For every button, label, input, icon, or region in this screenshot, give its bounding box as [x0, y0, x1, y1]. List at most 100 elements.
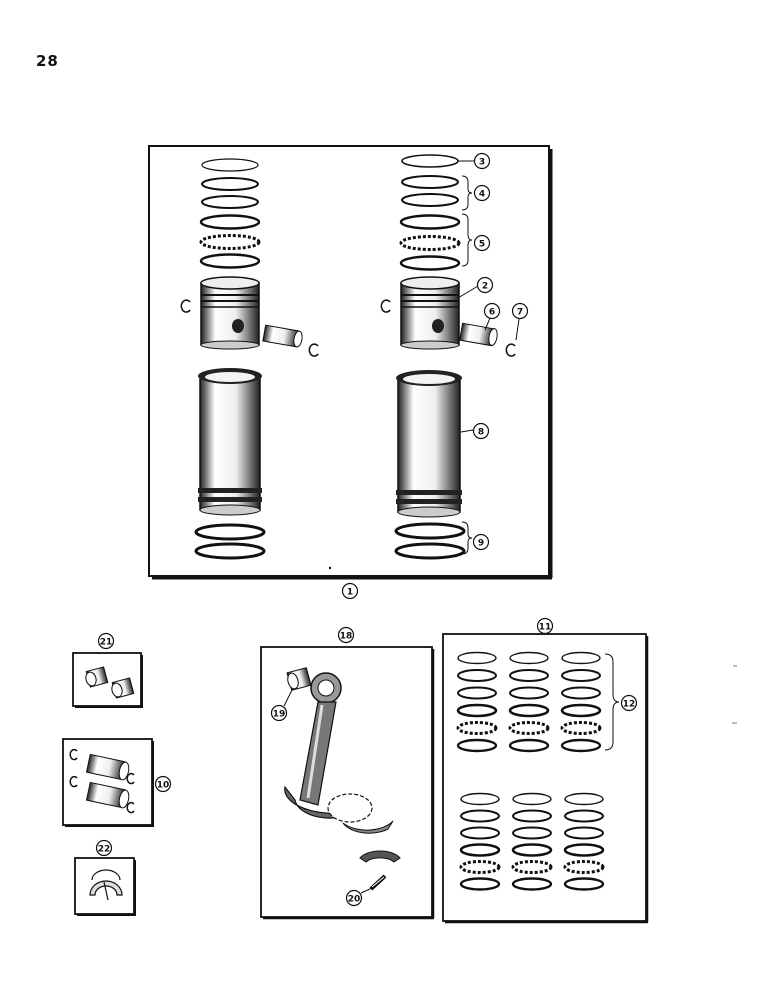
piston-ring — [560, 703, 602, 718]
callout-8: 8 — [472, 422, 490, 440]
callout-19: 19 — [270, 704, 288, 722]
piston-ring — [460, 792, 500, 806]
piston-ring — [460, 809, 500, 823]
connecting-rod-kit-box — [260, 646, 435, 920]
ring-grid-upper — [456, 651, 602, 753]
svg-text:9: 9 — [478, 539, 484, 549]
piston-pins — [85, 753, 130, 809]
svg-text:8: 8 — [478, 428, 484, 438]
piston-ring — [512, 792, 552, 806]
bushing-kit-box — [72, 652, 143, 708]
callout-10: 10 — [154, 775, 172, 793]
svg-text:4: 4 — [479, 190, 485, 200]
piston-ring — [563, 860, 605, 874]
bearing-shell — [89, 869, 123, 901]
piston-ring — [560, 721, 602, 735]
callout-21: 21 — [97, 632, 115, 650]
callout-22: 22 — [95, 839, 113, 857]
piston-ring — [508, 721, 550, 735]
svg-text:3: 3 — [479, 158, 485, 168]
piston-ring — [564, 809, 604, 823]
connecting-rod — [284, 672, 401, 863]
piston-ring — [457, 651, 497, 665]
rod-leaders — [283, 689, 373, 894]
callout-18: 18 — [337, 626, 355, 644]
callout-4: 4 — [473, 184, 491, 202]
left-piston-ring-stack — [199, 158, 261, 269]
right-cylinder-sleeve — [396, 370, 462, 518]
piston-ring — [509, 686, 549, 700]
svg-text:6: 6 — [489, 308, 495, 318]
piston-ring — [563, 877, 605, 891]
piston-ring — [456, 738, 498, 753]
svg-text:2: 2 — [482, 282, 488, 292]
pin-snap-rings — [69, 748, 135, 814]
callout-1: 1 — [341, 582, 359, 600]
rod-bolt — [369, 874, 387, 891]
svg-text:20: 20 — [348, 895, 361, 905]
piston-ring — [563, 843, 605, 857]
page-number: 28 — [36, 52, 59, 70]
piston-ring — [509, 651, 549, 665]
left-snap-rings — [180, 299, 319, 357]
right-piston — [400, 276, 460, 350]
left-sleeve-seal-rings — [194, 523, 266, 560]
svg-text:21: 21 — [100, 638, 113, 648]
bushing-pair — [85, 666, 135, 699]
piston-ring — [561, 651, 601, 665]
callout-11: 11 — [536, 617, 554, 635]
right-snap-rings — [380, 299, 516, 357]
piston-ring — [564, 826, 604, 840]
ring-set-brace — [604, 653, 620, 751]
piston-ring — [561, 669, 601, 682]
piston-ring — [560, 738, 602, 753]
callout-6: 6 — [483, 302, 501, 320]
callout-2: 2 — [476, 276, 494, 294]
svg-text:22: 22 — [98, 845, 111, 855]
callout-5: 5 — [473, 234, 491, 252]
piston-ring — [456, 721, 498, 735]
callout-12: 12 — [620, 694, 638, 712]
svg-text:10: 10 — [157, 781, 170, 791]
piston-ring — [457, 669, 497, 682]
callout-9: 9 — [472, 533, 490, 551]
piston-ring — [509, 669, 549, 682]
svg-text:18: 18 — [340, 632, 353, 642]
ring-grid-lower — [459, 792, 605, 891]
main-box-leaders — [457, 160, 520, 555]
left-cylinder-sleeve — [198, 368, 262, 516]
piston-ring — [460, 826, 500, 840]
callout-7: 7 — [511, 302, 529, 320]
piston-ring — [511, 860, 553, 874]
piston-ring — [564, 792, 604, 806]
left-piston — [200, 276, 260, 350]
piston-ring — [512, 809, 552, 823]
piston-ring — [508, 738, 550, 753]
piston-ring — [508, 703, 550, 718]
piston-ring — [511, 877, 553, 891]
svg-text:11: 11 — [539, 623, 552, 633]
bearing-kit-box — [74, 857, 136, 916]
right-piston-ring-stack — [399, 154, 461, 271]
piston-ring — [561, 686, 601, 700]
speck — [328, 566, 332, 570]
piston-ring — [459, 860, 501, 874]
svg-text:5: 5 — [479, 240, 485, 250]
left-piston-pin — [262, 324, 303, 348]
svg-text:12: 12 — [623, 700, 636, 710]
callouts-main: 1 2 3 4 5 6 7 8 9 — [341, 152, 529, 600]
callout-3: 3 — [473, 152, 491, 170]
svg-text:1: 1 — [347, 588, 353, 598]
piston-ring — [459, 877, 501, 891]
rod-bushing — [286, 667, 312, 691]
right-sleeve-seal-rings — [394, 522, 466, 560]
piston-pin-kit-box — [62, 738, 154, 827]
piston-ring — [511, 843, 553, 857]
piston-ring — [457, 686, 497, 700]
callout-20: 20 — [345, 889, 363, 907]
svg-text:7: 7 — [517, 308, 523, 318]
svg-text:19: 19 — [273, 710, 286, 720]
piston-ring — [456, 703, 498, 718]
piston-ring — [459, 843, 501, 857]
